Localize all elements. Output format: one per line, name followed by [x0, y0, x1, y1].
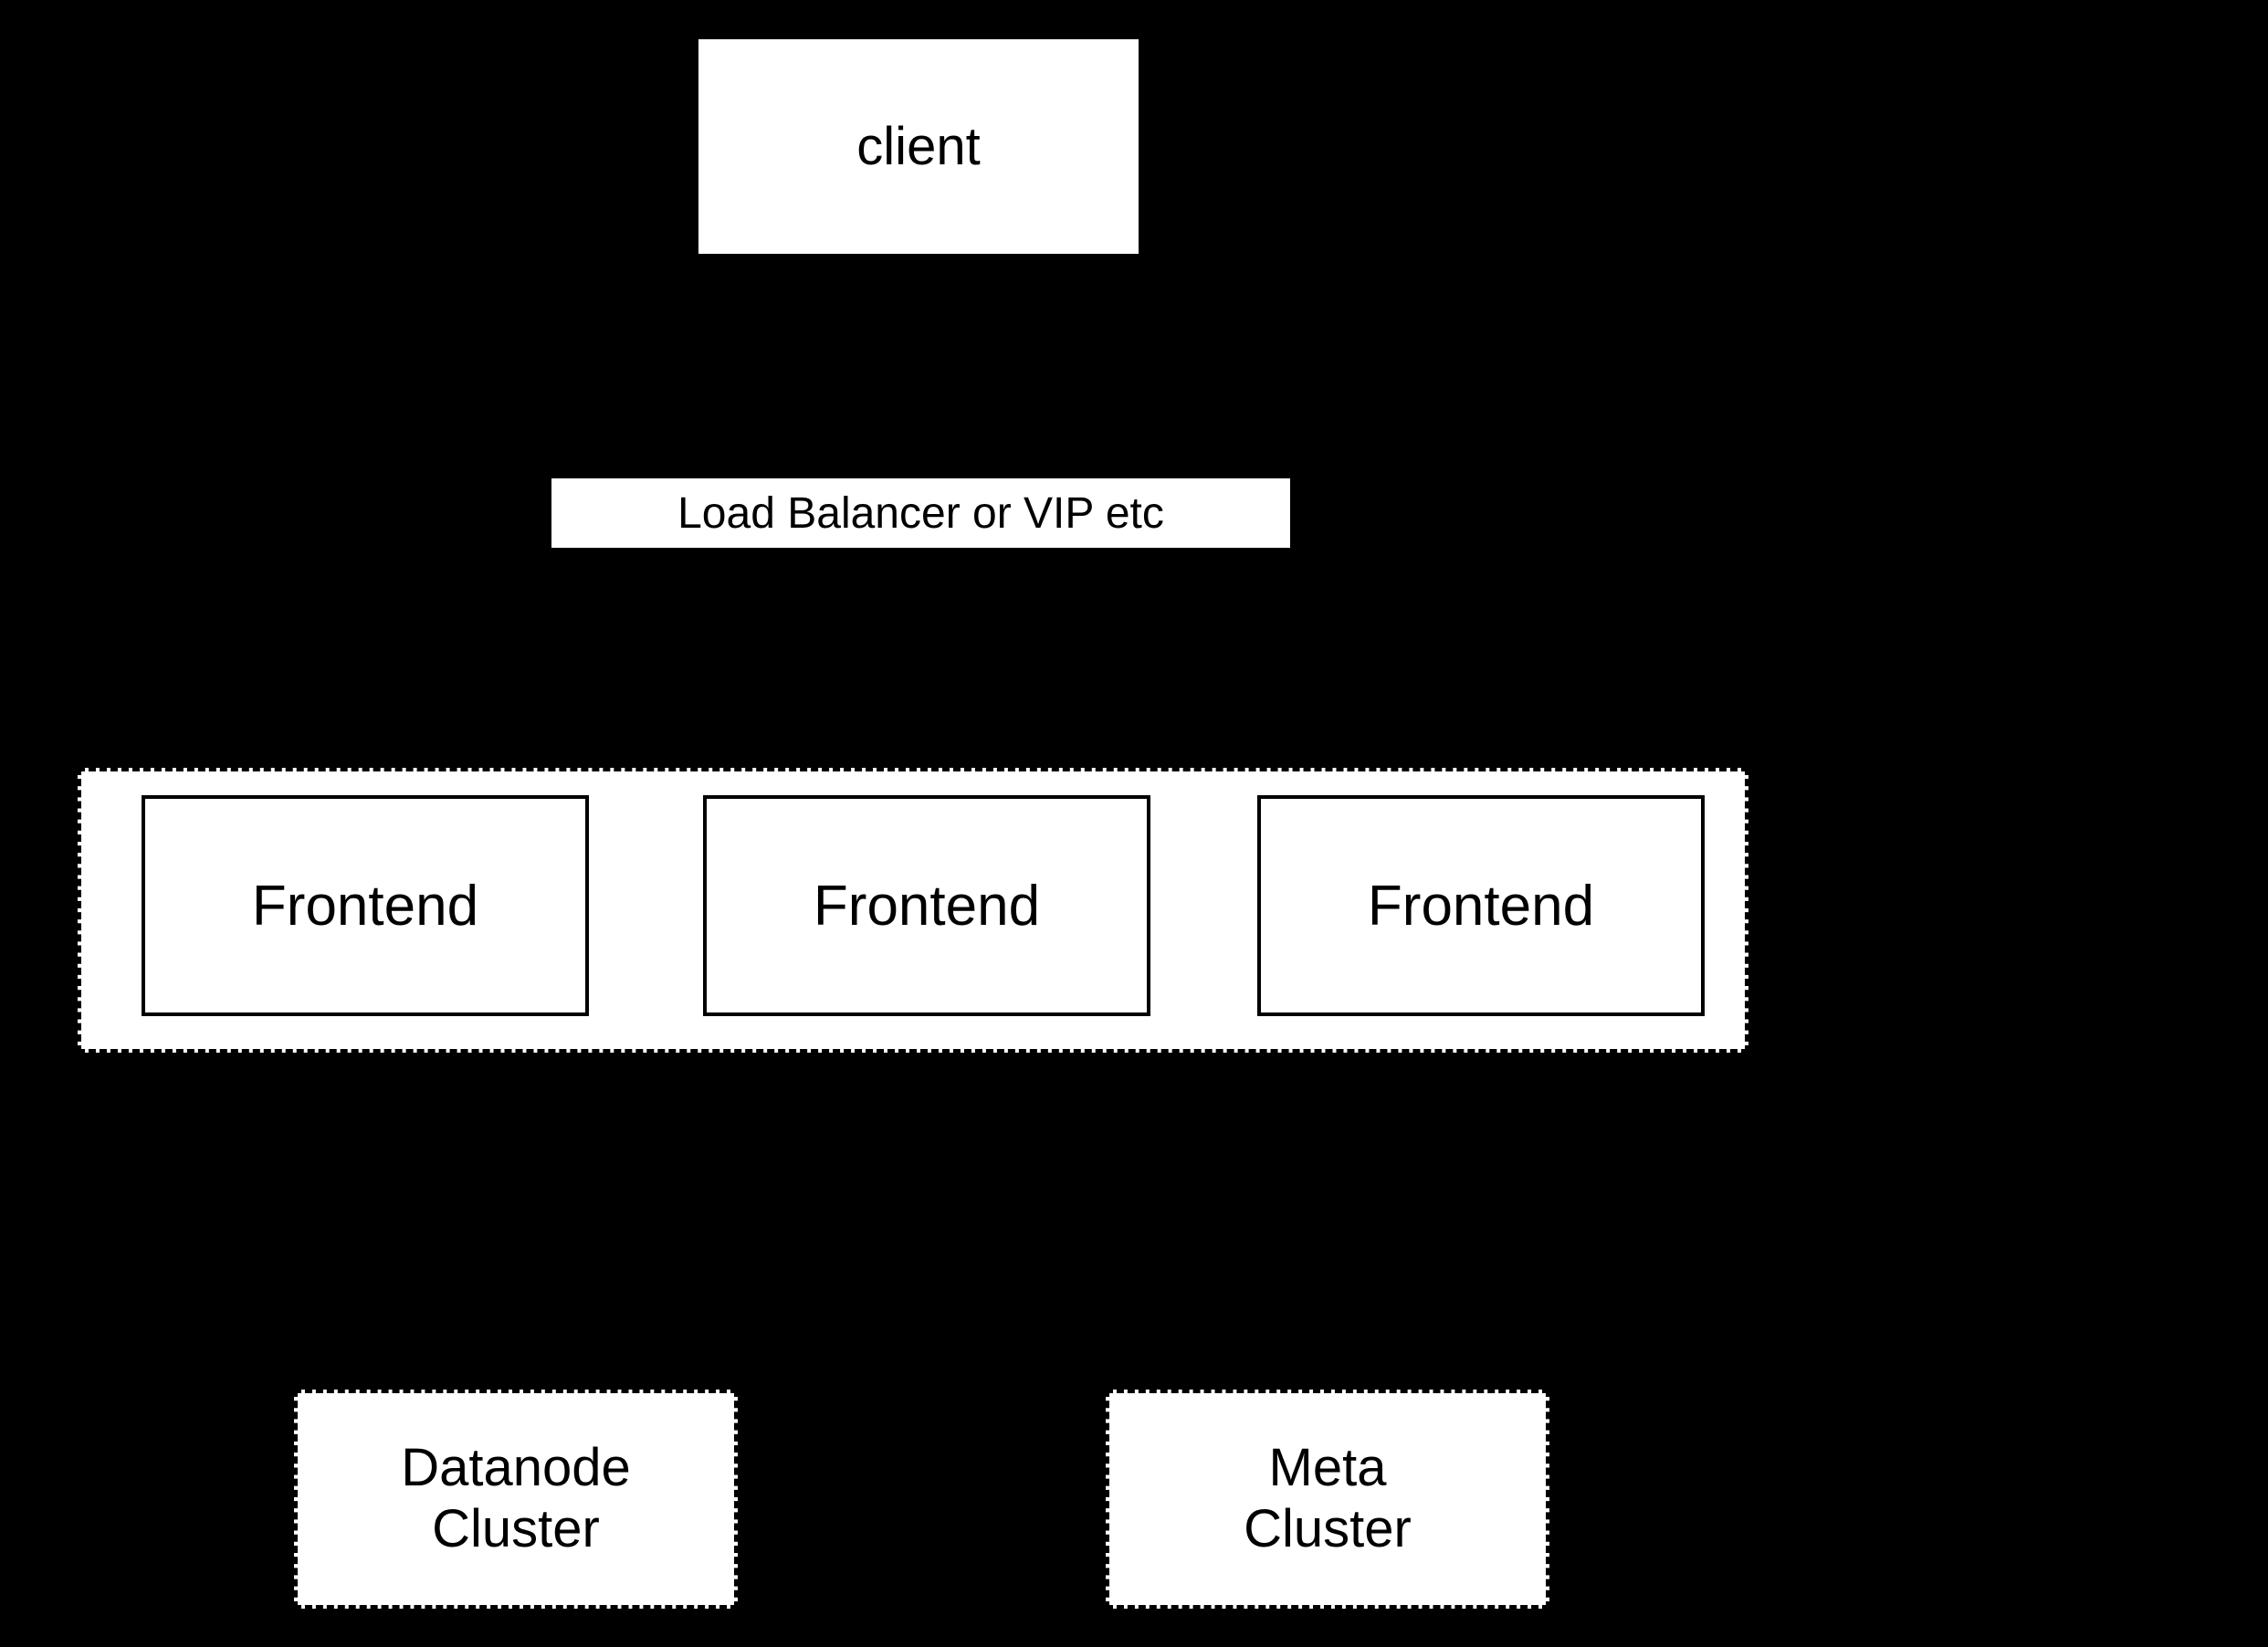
frontend-group: Frontend Frontend Frontend: [78, 768, 1748, 1053]
load-balancer-label: Load Balancer or VIP etc: [677, 488, 1164, 538]
frontend-box-1: Frontend: [142, 795, 589, 1016]
meta-cluster-label-line2: Cluster: [1244, 1499, 1412, 1558]
meta-cluster-box: Meta Cluster: [1106, 1390, 1549, 1609]
client-box: client: [698, 39, 1139, 254]
client-label: client: [856, 117, 981, 176]
meta-cluster-label-line1: Meta: [1268, 1438, 1387, 1498]
frontend-3-label: Frontend: [1367, 874, 1595, 938]
frontend-box-2: Frontend: [703, 795, 1150, 1016]
datanode-cluster-label-line2: Cluster: [432, 1499, 600, 1558]
frontend-box-3: Frontend: [1257, 795, 1705, 1016]
frontend-1-label: Frontend: [251, 874, 479, 938]
load-balancer-box: Load Balancer or VIP etc: [551, 478, 1290, 548]
datanode-cluster-label-line1: Datanode: [401, 1438, 631, 1498]
datanode-cluster-box: Datanode Cluster: [294, 1390, 738, 1609]
frontend-2-label: Frontend: [813, 874, 1041, 938]
